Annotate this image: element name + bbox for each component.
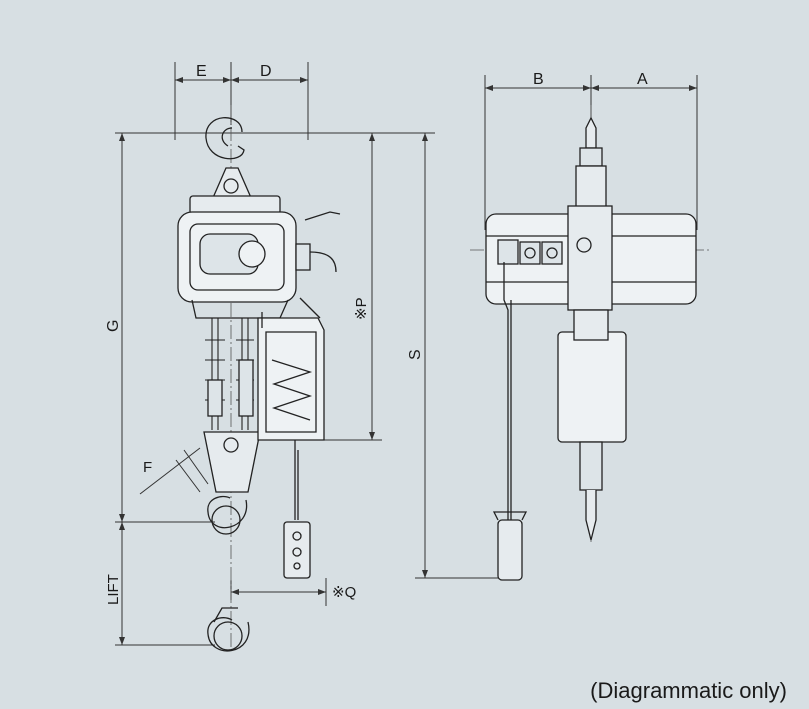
dimension-label-group: E D B A G ※P S F ※Q LIFT	[105, 63, 648, 605]
dimension-label-f: F	[143, 459, 152, 476]
dimension-arrows	[119, 77, 697, 645]
dimension-label-q: ※Q	[332, 584, 356, 601]
dimension-label-s: S	[407, 349, 424, 360]
side-view	[485, 116, 697, 581]
dimension-label-lift: LIFT	[105, 574, 122, 605]
dimension-label-p: ※P	[353, 297, 370, 320]
dimension-label-a: A	[637, 71, 648, 88]
dimension-label-d: D	[260, 63, 272, 80]
dimension-label-e: E	[196, 63, 207, 80]
dimension-label-g: G	[105, 320, 122, 332]
diagram-caption: (Diagrammatic only)	[590, 678, 787, 703]
front-view	[177, 117, 341, 652]
dimension-label-b: B	[533, 71, 544, 88]
